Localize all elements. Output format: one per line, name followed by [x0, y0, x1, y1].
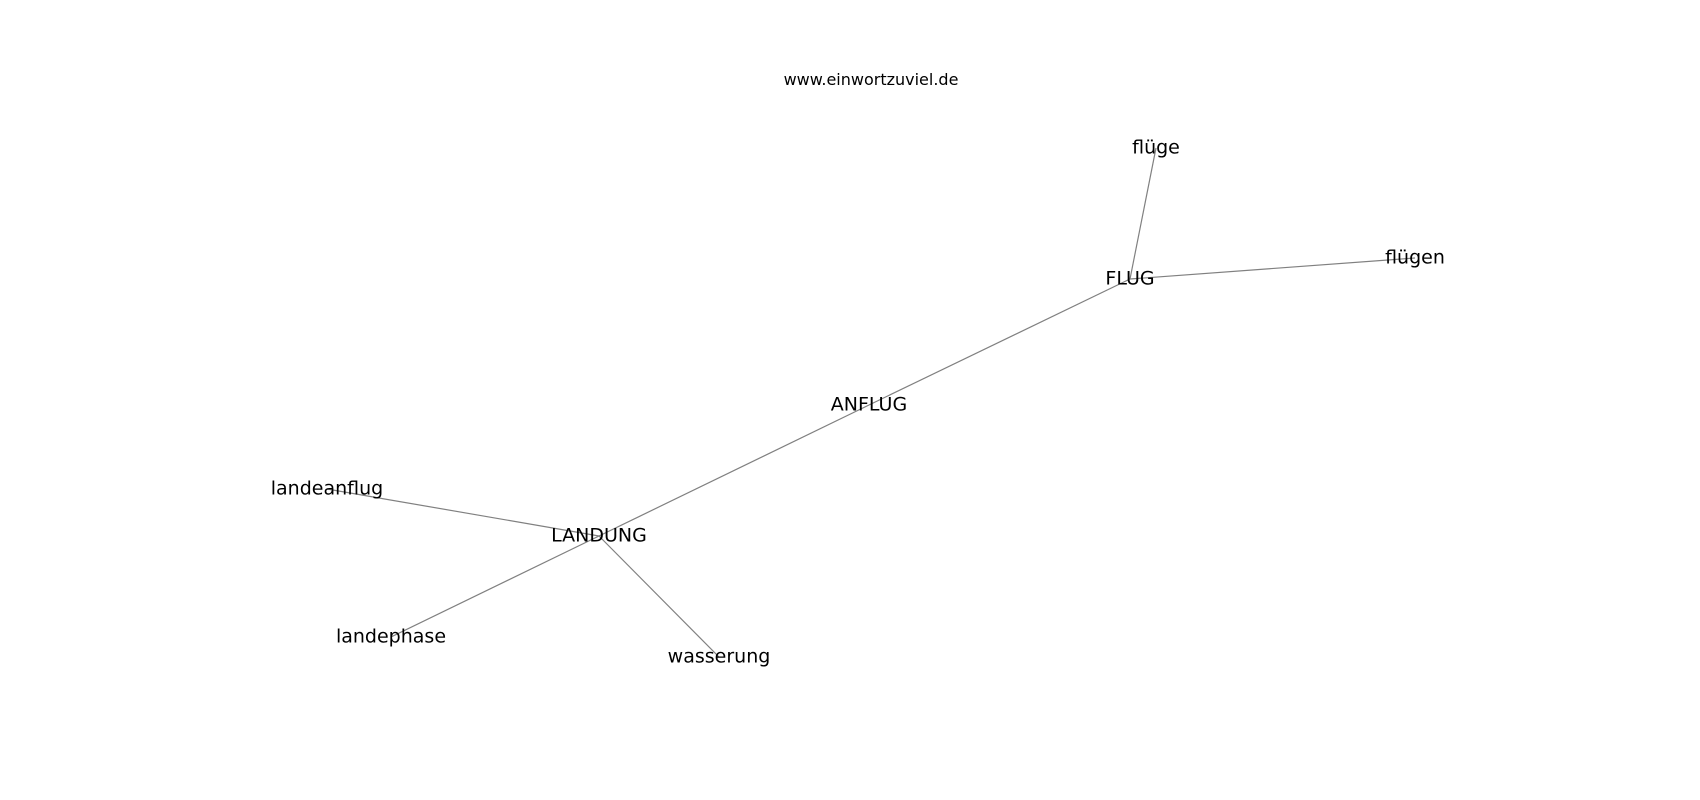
node-label-anflug: ANFLUG [831, 394, 907, 416]
node-label-fluege: flüge [1132, 137, 1180, 159]
edge-flug-fluege [1129, 147, 1157, 280]
edge-landung-wasserung [598, 535, 720, 658]
node-label-landeanflug: landeanflug [271, 478, 383, 500]
edge-anflug-flug [868, 278, 1131, 406]
node-label-fluegen: flügen [1385, 247, 1445, 269]
node-label-flug: FLUG [1105, 268, 1154, 290]
source-caption: www.einwortzuviel.de [783, 70, 959, 89]
node-label-landephase: landephase [336, 626, 446, 648]
edge-anflug-landung [598, 404, 870, 537]
edge-layer [326, 147, 1416, 658]
node-label-landung: LANDUNG [551, 525, 647, 547]
edge-landung-landephase [390, 535, 600, 638]
node-label-wasserung: wasserung [668, 646, 771, 668]
edge-flug-fluegen [1129, 257, 1416, 280]
edge-landung-landeanflug [326, 488, 600, 537]
